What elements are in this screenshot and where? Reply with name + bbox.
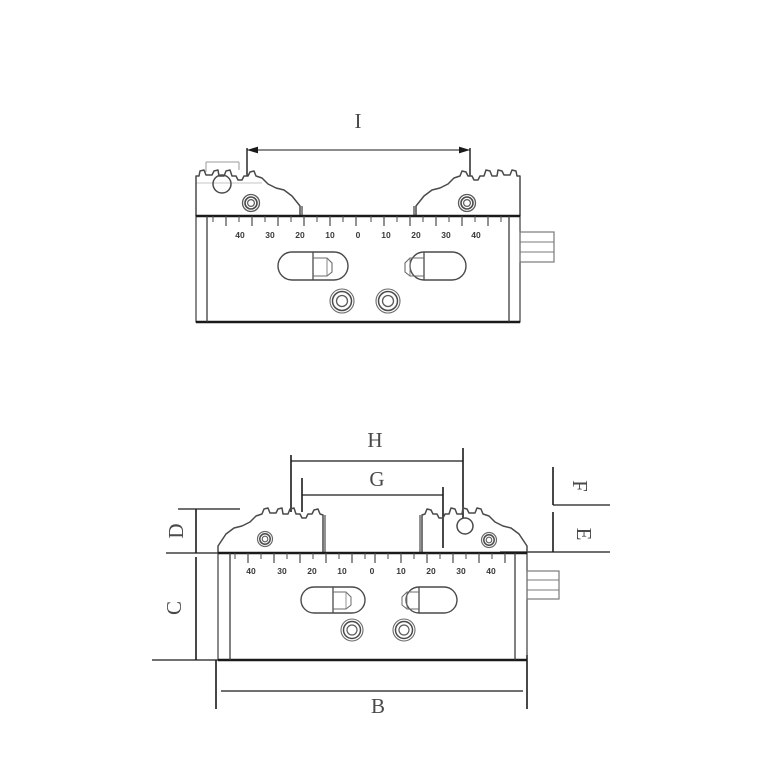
dimension-label-B: B	[371, 694, 385, 718]
bolt-outer-ring	[329, 288, 355, 314]
scale-tick-label: 40	[486, 566, 496, 576]
left-jaw-profile	[217, 507, 324, 553]
screw-inner-ring	[247, 199, 256, 208]
right-jaw-screw	[480, 531, 498, 549]
left-slot-insert	[333, 591, 352, 610]
scale-tick-label: 0	[356, 230, 361, 240]
screw-mid-ring	[244, 196, 258, 210]
spindle-handle	[519, 231, 555, 263]
scale-tick-label: 40	[235, 230, 245, 240]
bolt-mid-ring	[331, 290, 353, 312]
dimension-F: F	[552, 467, 610, 506]
scale-numbers-bottom: 40 30 20 10 0 10 20 30 40	[246, 566, 496, 576]
dimension-H: H	[290, 428, 464, 518]
bolt-inner-ring	[346, 624, 358, 636]
top-left-reference-bracket	[205, 161, 240, 172]
screw-mid-ring	[259, 533, 271, 545]
left-bolt-head	[329, 288, 355, 314]
right-slot-assembly	[404, 251, 467, 281]
right-bolt-head	[392, 618, 416, 642]
handle-body	[526, 570, 560, 600]
scale-tick-label: 30	[277, 566, 287, 576]
dimension-label-F: F	[568, 480, 592, 492]
screw-inner-ring	[463, 199, 472, 208]
bolt-outer-ring	[340, 618, 364, 642]
dimension-I: I	[246, 109, 471, 176]
scale-tick-label: 30	[441, 230, 451, 240]
dimension-label-I: I	[355, 109, 362, 133]
bolt-outer-ring	[375, 288, 401, 314]
dimension-D: D	[164, 508, 240, 554]
scale-tick-label: 20	[295, 230, 305, 240]
left-bolt-head	[340, 618, 364, 642]
dimension-label-H: H	[367, 428, 382, 452]
screw-outer-ring	[480, 531, 498, 549]
scale-ticks-bottom	[234, 553, 506, 563]
scale-tick-label: 20	[411, 230, 421, 240]
bolt-outer-ring	[392, 618, 416, 642]
right-jaw-profile	[421, 507, 528, 553]
bolt-mid-ring	[394, 620, 414, 640]
right-slot-outline	[409, 251, 467, 281]
bolt-mid-ring	[342, 620, 362, 640]
scale-numbers-top: 40 30 20 10 0 10 20 30 40	[235, 230, 481, 240]
bolt-mid-ring	[377, 290, 399, 312]
right-jaw-counterbore-screw	[457, 193, 477, 213]
screw-outer-ring	[241, 193, 261, 213]
left-slot-outline	[277, 251, 349, 281]
scale-tick-label: 10	[337, 566, 347, 576]
screw-outer-ring	[256, 530, 274, 548]
right-slot-insert	[404, 257, 424, 277]
scale-tick-label: 10	[396, 566, 406, 576]
left-jaw-screw	[256, 530, 274, 548]
scale-tick-label: 0	[370, 566, 375, 576]
scale-tick-label: 10	[325, 230, 335, 240]
scale-tick-label: 30	[265, 230, 275, 240]
handle-body	[519, 231, 555, 263]
scale-tick-label: 30	[456, 566, 466, 576]
dimension-C: C	[152, 557, 230, 661]
scale-ticks-top	[212, 216, 502, 226]
right-jaw-profile	[415, 169, 521, 216]
right-slot-insert	[401, 591, 419, 610]
scale-tick-label: 10	[381, 230, 391, 240]
dimension-label-E: E	[572, 528, 596, 541]
left-slot-insert	[313, 257, 333, 277]
screw-inner-ring	[261, 535, 269, 543]
dimension-G: G	[301, 467, 444, 548]
screw-outer-ring	[457, 193, 477, 213]
left-jaw-counterbore-screw	[241, 193, 261, 213]
dimension-label-D: D	[164, 523, 188, 538]
right-bolt-head	[375, 288, 401, 314]
dimension-label-G: G	[369, 467, 384, 491]
scale-tick-label: 40	[471, 230, 481, 240]
dimension-B: B	[215, 655, 528, 718]
bolt-inner-ring	[381, 294, 395, 308]
bottom-view: H G F E D	[152, 428, 610, 718]
spindle-handle	[526, 570, 560, 600]
right-jaw-thru-hole	[456, 517, 474, 535]
scale-tick-label: 20	[307, 566, 317, 576]
right-slot-assembly	[401, 586, 458, 614]
left-slot-outline	[300, 586, 366, 614]
left-jaw-profile	[195, 169, 301, 216]
screw-mid-ring	[483, 534, 495, 546]
dimension-label-C: C	[162, 601, 186, 615]
left-slot-assembly	[300, 586, 366, 614]
scale-tick-label: 40	[246, 566, 256, 576]
scale-tick-label: 20	[426, 566, 436, 576]
top-view: I	[195, 109, 555, 324]
screw-inner-ring	[485, 536, 493, 544]
bolt-inner-ring	[335, 294, 349, 308]
screw-mid-ring	[460, 196, 474, 210]
left-slot-assembly	[277, 251, 349, 281]
bolt-inner-ring	[398, 624, 410, 636]
left-jaw-thru-hole	[212, 174, 232, 194]
right-slot-outline	[405, 586, 458, 614]
